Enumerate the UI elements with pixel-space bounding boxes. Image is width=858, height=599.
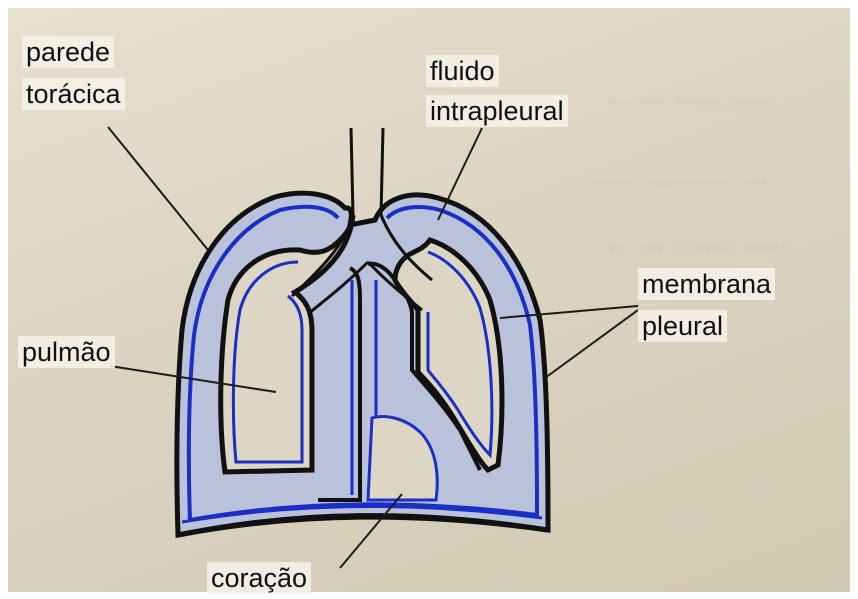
label-chest-wall-1: parede	[22, 36, 114, 68]
label-intrapleural-1: fluido	[426, 55, 499, 87]
label-intrapleural-2: intrapleural	[426, 95, 568, 127]
label-lung: pulmão	[18, 336, 115, 368]
label-membrane-2: pleural	[638, 310, 727, 342]
label-heart: coração	[207, 562, 311, 594]
leader-chest-wall	[108, 127, 208, 250]
label-chest-wall-2: torácica	[22, 78, 125, 110]
label-membrane-1: membrana	[638, 268, 775, 300]
leader-membrane-2	[545, 310, 638, 378]
trachea	[351, 128, 383, 215]
